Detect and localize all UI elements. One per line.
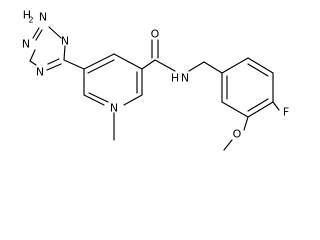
bond [35,29,43,41]
tetrazole-n-label-3: N [36,66,44,79]
bond [247,63,269,77]
tetrazole-n-label-4: N [22,38,30,51]
fluorine-label: F [283,106,289,119]
bond [63,59,85,70]
chemical-structure: H 2 N N N N N O H N O F [22,9,289,151]
bond [188,61,205,72]
pyrimidine-n-label-1: N [110,102,118,115]
bond [272,101,280,111]
bond [63,45,66,61]
bond [223,139,233,151]
bond [247,101,274,118]
pyrimidine-ring [83,53,143,106]
benzene-ring [221,57,274,118]
bond [221,57,249,74]
bond [243,116,249,131]
bond [46,63,62,71]
bond [48,26,62,39]
amide-h-label: N [181,72,189,85]
tetrazole-h-label: H [23,9,31,22]
bond [83,53,115,70]
bond [247,57,274,74]
tetrazole-n-label-2: N [61,35,69,48]
bond [221,101,249,118]
methoxy-o-label: O [233,128,242,141]
bond [247,98,269,112]
bond [32,27,40,39]
bond [47,58,60,65]
bond [87,59,115,74]
bond [113,53,143,70]
tetrazole-n-label-1: N [39,11,47,24]
bond [154,59,176,72]
amide-n-label: H [171,72,179,85]
bond [83,94,105,106]
tetrazole-h-subscript: 2 [28,16,33,25]
bond [88,92,109,103]
bond [29,49,36,62]
bond [29,60,37,66]
bond [203,61,223,74]
carbonyl-o-label: O [151,28,160,41]
bond [123,94,143,106]
tetrazole-ring [29,26,66,71]
bond [141,59,156,70]
